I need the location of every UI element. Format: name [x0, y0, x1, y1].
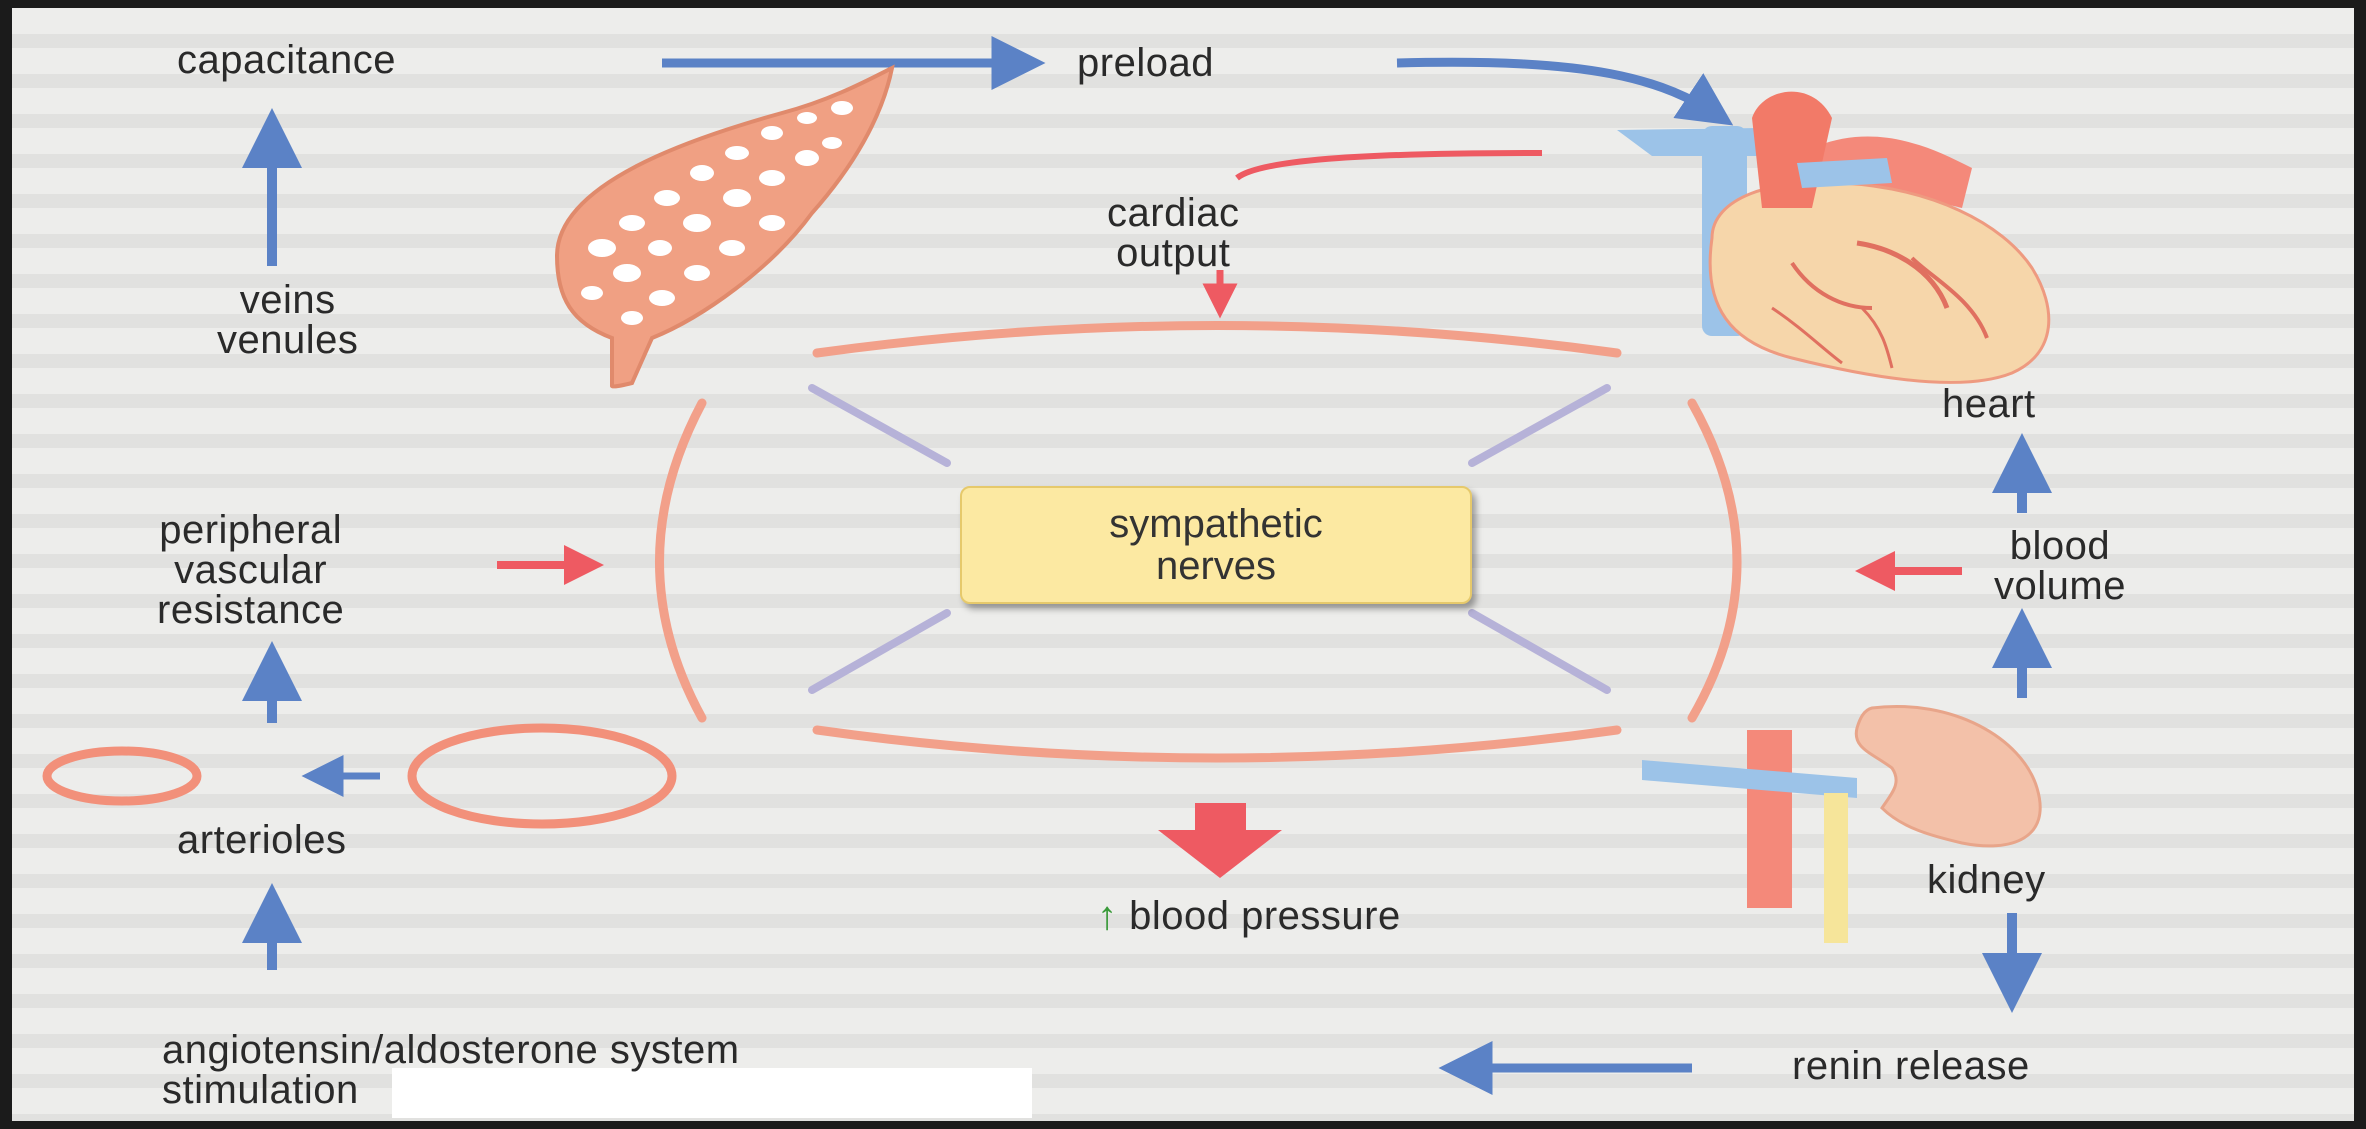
arteriole-small-ring: [47, 751, 197, 801]
label-angiotensin-aldosterone: angiotensin/aldosterone system stimulati…: [162, 1030, 740, 1110]
label-capacitance: capacitance: [177, 40, 396, 80]
cardiac-output-curve: [1237, 153, 1542, 178]
spoke-top-right: [1472, 388, 1607, 463]
arrow-blood-pressure-down: [1158, 803, 1282, 878]
label-renin-release: renin release: [1792, 1046, 2030, 1086]
blood-pressure-text: blood pressure: [1129, 894, 1401, 938]
spoke-bottom-left: [812, 613, 947, 690]
artery-large-ring: [412, 728, 672, 824]
label-peripheral-vascular-resistance: peripheral vascular resistance: [157, 510, 344, 630]
label-blood-pressure: ↑ blood pressure: [1097, 896, 1401, 936]
label-sympathetic-nerves: sympathetic nerves: [1109, 503, 1322, 587]
heart-illustration: [1617, 92, 2049, 383]
label-veins-venules: veins venules: [217, 280, 358, 360]
label-kidney: kidney: [1927, 860, 2046, 900]
arc-bottom: [817, 730, 1617, 758]
arrow-preload-to-heart: [1397, 62, 1722, 118]
blood-pressure-increase-icon: ↑: [1097, 894, 1118, 938]
sympathetic-nerves-box: sympathetic nerves: [960, 486, 1472, 604]
spoke-bottom-right: [1472, 613, 1607, 690]
arc-left: [660, 403, 703, 718]
label-heart: heart: [1942, 384, 2036, 424]
label-blood-volume: blood volume: [1994, 526, 2126, 606]
arc-top: [817, 326, 1617, 354]
label-cardiac-output: cardiac output: [1107, 193, 1239, 273]
label-arterioles: arterioles: [177, 820, 347, 860]
diagram-slide: capacitance preload cardiac output veins…: [12, 8, 2354, 1121]
spoke-top-left: [812, 388, 947, 463]
vein-network-illustration: [557, 68, 892, 386]
arc-right: [1692, 403, 1737, 718]
kidney-illustration: [1642, 706, 2040, 943]
label-preload: preload: [1077, 43, 1214, 83]
